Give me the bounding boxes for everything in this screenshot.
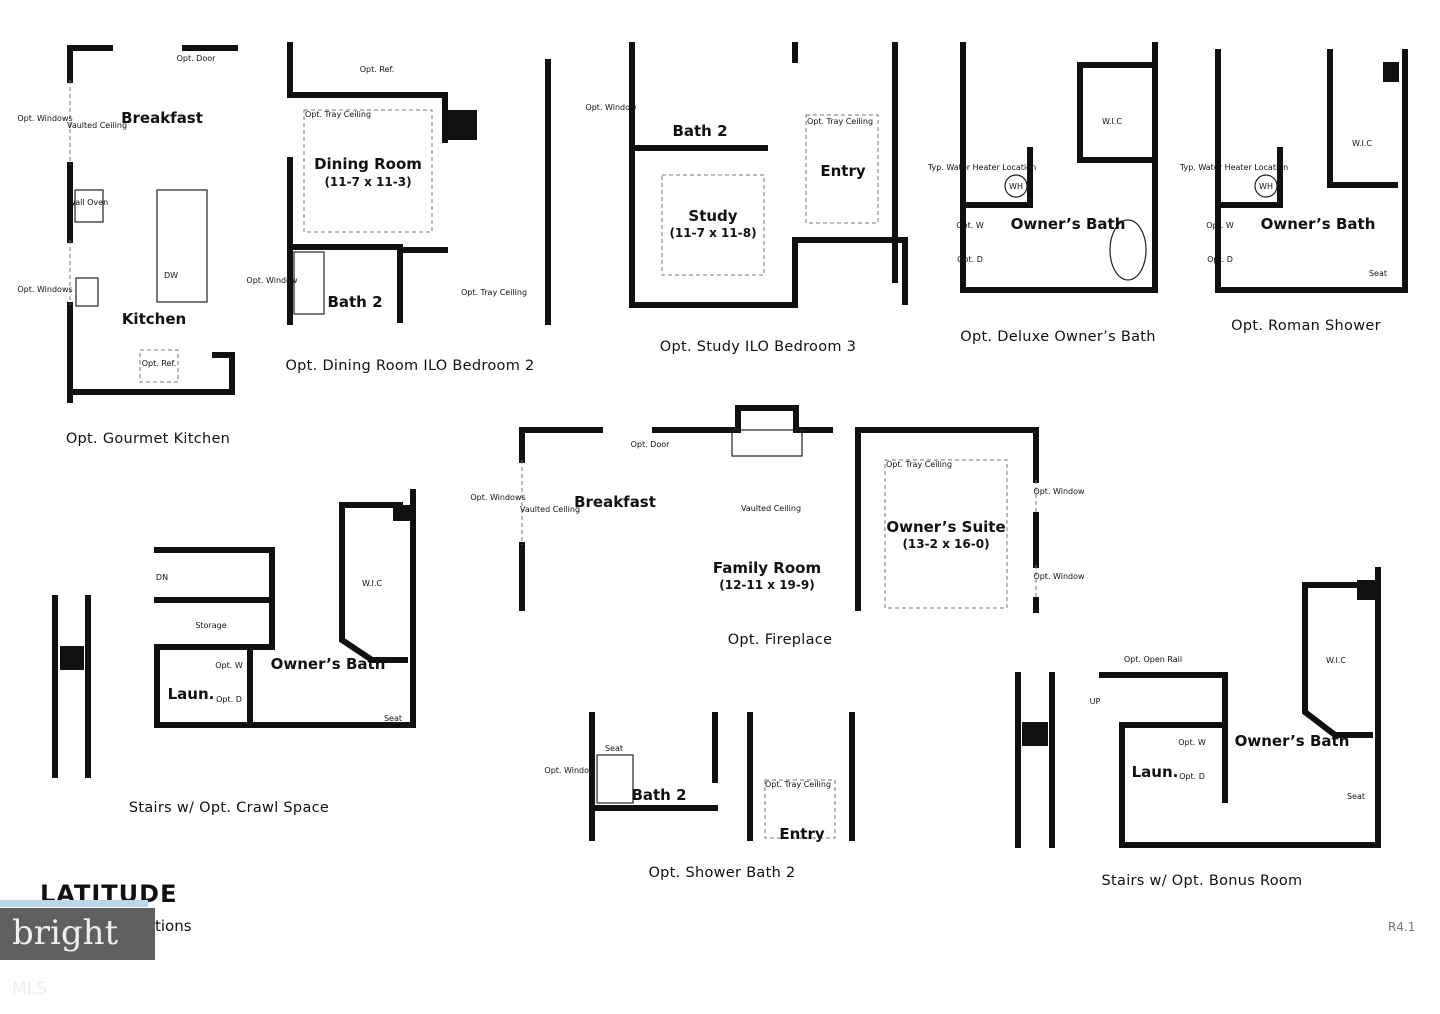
note: W.I.C — [1102, 117, 1122, 126]
room-label: Owner’s Suite — [886, 518, 1005, 536]
note: Opt. D — [216, 695, 242, 704]
plan-caption: Opt. Gourmet Kitchen — [66, 431, 230, 447]
room-dimensions: (11-7 x 11-8) — [669, 226, 756, 240]
note: Wall Oven — [68, 198, 108, 207]
plan-caption: Opt. Fireplace — [728, 632, 833, 648]
room-label: Bath 2 — [327, 293, 382, 311]
plan-study: Opt. Window Opt. Tray Ceiling Bath 2 Stu… — [585, 42, 908, 355]
room-label: Dining Room — [314, 155, 422, 173]
note: Opt. Windows — [470, 493, 525, 502]
room-label: Breakfast — [121, 109, 203, 127]
note: DN — [156, 573, 168, 582]
note: Opt. Door — [631, 440, 671, 449]
floor-plan-sheet: Opt. Door Opt. Windows Vaulted Ceiling W… — [17, 42, 1408, 889]
room-label: Laun. — [168, 685, 215, 703]
room-label: Bath 2 — [631, 786, 686, 804]
note: Opt. Windows — [17, 285, 72, 294]
bright-mls-watermark: bright MLS — [0, 908, 155, 999]
note: Opt. W — [1206, 221, 1234, 230]
plan-caption: Opt. Study ILO Bedroom 3 — [660, 339, 856, 355]
room-label: Owner’s Bath — [1235, 732, 1350, 750]
note: Opt. Windows — [17, 114, 72, 123]
revision-label: R4.1 — [1388, 920, 1416, 934]
note: Opt. Tray Ceiling — [461, 288, 527, 297]
note: Opt. W — [215, 661, 243, 670]
room-label: Owner’s Bath — [271, 655, 386, 673]
note: Opt. Window — [585, 103, 637, 112]
plan-dining-room: Opt. Ref. Opt. Tray Ceiling Opt. Window … — [246, 42, 551, 374]
room-label: Bath 2 — [672, 122, 727, 140]
room-label: Kitchen — [122, 310, 186, 328]
note: WH — [1259, 182, 1273, 191]
note: Opt. Tray Ceiling — [886, 460, 952, 469]
note: Opt. Tray Ceiling — [765, 780, 831, 789]
logo-accent-bar — [0, 900, 148, 907]
note: UP — [1090, 697, 1101, 706]
plan-caption: Opt. Deluxe Owner’s Bath — [960, 329, 1156, 345]
plan-caption: Opt. Dining Room ILO Bedroom 2 — [285, 358, 534, 374]
watermark-brand: bright — [12, 913, 119, 953]
room-label: Entry — [820, 162, 865, 180]
note: W.I.C — [1352, 139, 1372, 148]
room-label: Storage — [195, 621, 226, 630]
note: Opt. Ref. — [142, 359, 177, 368]
note: Seat — [605, 744, 623, 753]
note: Seat — [1347, 792, 1365, 801]
note: Vaulted Ceiling — [741, 504, 801, 513]
note: Opt. W — [1178, 738, 1206, 747]
note: Opt. D — [1179, 772, 1205, 781]
room-dimensions: (12-11 x 19-9) — [719, 578, 814, 592]
note: Opt. Window — [544, 766, 596, 775]
room-label: Entry — [779, 825, 824, 843]
note: Opt. Tray Ceiling — [305, 110, 371, 119]
note: W.I.C — [1326, 656, 1346, 665]
note: Opt. Door — [177, 54, 217, 63]
room-label: Study — [688, 207, 737, 225]
note: Opt. W — [956, 221, 984, 230]
plan-roman-shower: W.I.C Typ. Water Heater Location WH Opt.… — [1179, 49, 1408, 334]
note: W.I.C — [362, 579, 382, 588]
note: Opt. Window — [1033, 572, 1085, 581]
room-label: Family Room — [713, 559, 821, 577]
note: WH — [1009, 182, 1023, 191]
watermark-suffix: MLS — [12, 979, 47, 999]
note: DW — [164, 271, 178, 280]
room-dimensions: (11-7 x 11-3) — [324, 175, 411, 189]
note: Vaulted Ceiling — [67, 121, 127, 130]
room-label: Breakfast — [574, 493, 656, 511]
note: Seat — [384, 714, 402, 723]
plan-fireplace: Opt. Door Opt. Windows Vaulted Ceiling V… — [470, 405, 1085, 648]
plan-deluxe-owners-bath: W.I.C Typ. Water Heater Location WH Opt.… — [927, 42, 1158, 345]
plan-caption: Stairs w/ Opt. Crawl Space — [129, 800, 329, 816]
plan-caption: Opt. Shower Bath 2 — [648, 865, 795, 881]
note: Opt. D — [1207, 255, 1233, 264]
note: Opt. Open Rail — [1124, 655, 1182, 664]
note: Opt. D — [957, 255, 983, 264]
plan-caption: Stairs w/ Opt. Bonus Room — [1102, 873, 1303, 889]
note: Typ. Water Heater Location — [1179, 163, 1288, 172]
note: Vaulted Ceiling — [520, 505, 580, 514]
note: Seat — [1369, 269, 1387, 278]
room-label: Owner’s Bath — [1261, 215, 1376, 233]
note: Opt. Tray Ceiling — [807, 117, 873, 126]
plan-caption: Opt. Roman Shower — [1231, 318, 1381, 334]
plan-stairs-crawl-space: DN Storage W.I.C Opt. W Opt. D Seat Laun… — [52, 489, 416, 816]
room-label: Owner’s Bath — [1011, 215, 1126, 233]
plan-gourmet-kitchen: Opt. Door Opt. Windows Vaulted Ceiling W… — [17, 45, 238, 447]
note: Typ. Water Heater Location — [927, 163, 1036, 172]
note: Opt. Window — [1033, 487, 1085, 496]
page-label: tions — [155, 917, 192, 935]
note: Opt. Ref. — [360, 65, 395, 74]
plan-shower-bath-2: Seat Opt. Window Opt. Tray Ceiling Bath … — [544, 712, 855, 881]
note: Opt. Window — [246, 276, 298, 285]
room-dimensions: (13-2 x 16-0) — [902, 537, 989, 551]
plan-stairs-bonus-room: Opt. Open Rail UP W.I.C Opt. W Opt. D Se… — [1015, 567, 1381, 889]
room-label: Laun. — [1132, 763, 1179, 781]
